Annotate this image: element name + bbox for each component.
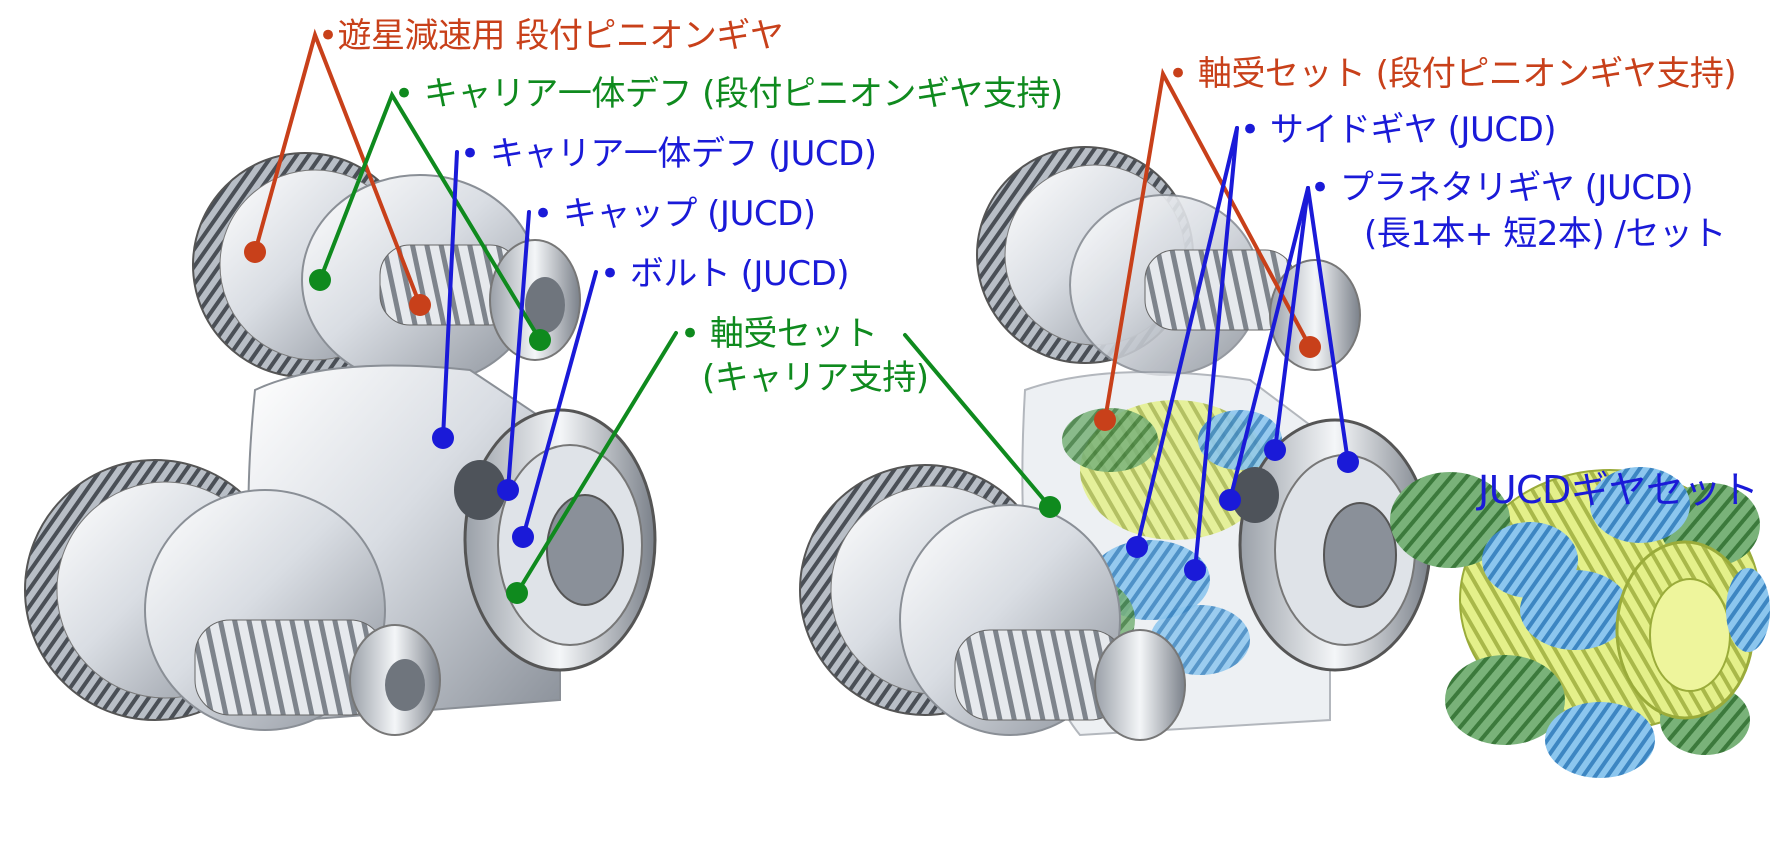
- leader-dot-bearing-carrier-r-0: [1039, 496, 1061, 518]
- label-cap-jucd: • キャップ (JUCD): [533, 194, 816, 234]
- leader-dot-planetary-pinion-0: [244, 241, 266, 263]
- leader-dot-carrier-diff-pinion-0: [309, 269, 331, 291]
- leader-dot-planetary-a-0: [1219, 489, 1241, 511]
- leader-dot-planetary-c-0: [1337, 451, 1359, 473]
- gearset-title: JUCDギヤセット: [1478, 468, 1759, 512]
- label-carrier-diff-pinion: • キャリア一体デフ (段付ピニオンギヤ支持): [394, 74, 1063, 114]
- label-bolt-jucd: • ボルト (JUCD): [600, 254, 850, 294]
- label-side-gear: • サイドギヤ (JUCD): [1240, 110, 1557, 150]
- leader-dots: [244, 241, 1359, 604]
- leader-bearing-carrier-r: [903, 333, 1052, 509]
- leader-dot-carrier-diff-jucd-0: [432, 427, 454, 449]
- leader-dot-bolt-jucd-0: [512, 526, 534, 548]
- leader-dot-side-gear-b-0: [1184, 559, 1206, 581]
- label-carrier-diff-jucd: • キャリア一体デフ (JUCD): [460, 134, 877, 174]
- leader-planetary-pinion: [253, 28, 422, 307]
- left-assembly-illustration: [24, 152, 657, 736]
- leader-bearing-pinion: [1103, 67, 1312, 422]
- leader-side-gear-a: [1135, 126, 1239, 549]
- label-bearing-carrier-1: • 軸受セット: [680, 314, 878, 354]
- leader-dot-carrier-diff-pinion-1: [529, 329, 551, 351]
- leader-planetary-a: [1228, 186, 1310, 502]
- label-planetary-gear-1: • プラネタリギヤ (JUCD): [1310, 168, 1694, 208]
- leader-bolt-jucd: [521, 270, 598, 539]
- leader-side-gear-b: [1193, 126, 1239, 572]
- leader-planetary-b: [1273, 186, 1310, 452]
- jucd-gearset-illustration: [1390, 467, 1770, 778]
- leader-bearing-carrier-l: [515, 331, 678, 595]
- leader-dot-planetary-b-0: [1264, 439, 1286, 461]
- label-planetary-gear-2: (長1本+ 短2本) /セット: [1364, 214, 1726, 254]
- leader-cap-jucd: [506, 210, 531, 492]
- leader-dot-bearing-carrier-l-0: [506, 582, 528, 604]
- leader-dot-bearing-pinion-0: [1094, 409, 1116, 431]
- leader-dot-side-gear-a-0: [1126, 536, 1148, 558]
- right-assembly-illustration: [799, 146, 1432, 741]
- label-bearing-pinion: • 軸受セット (段付ピニオンギヤ支持): [1168, 54, 1737, 94]
- leader-dot-cap-jucd-0: [497, 479, 519, 501]
- label-bearing-carrier-2: (キャリア支持): [702, 358, 929, 398]
- leader-dot-bearing-pinion-1: [1299, 336, 1321, 358]
- leader-carrier-diff-pinion: [318, 90, 542, 342]
- label-planetary-pinion: •遊星減速用 段付ピニオンギヤ: [318, 16, 784, 56]
- leader-carrier-diff-jucd: [441, 150, 459, 440]
- leader-planetary-c: [1306, 186, 1350, 464]
- leader-lines: [253, 28, 1350, 595]
- leader-dot-planetary-pinion-1: [409, 294, 431, 316]
